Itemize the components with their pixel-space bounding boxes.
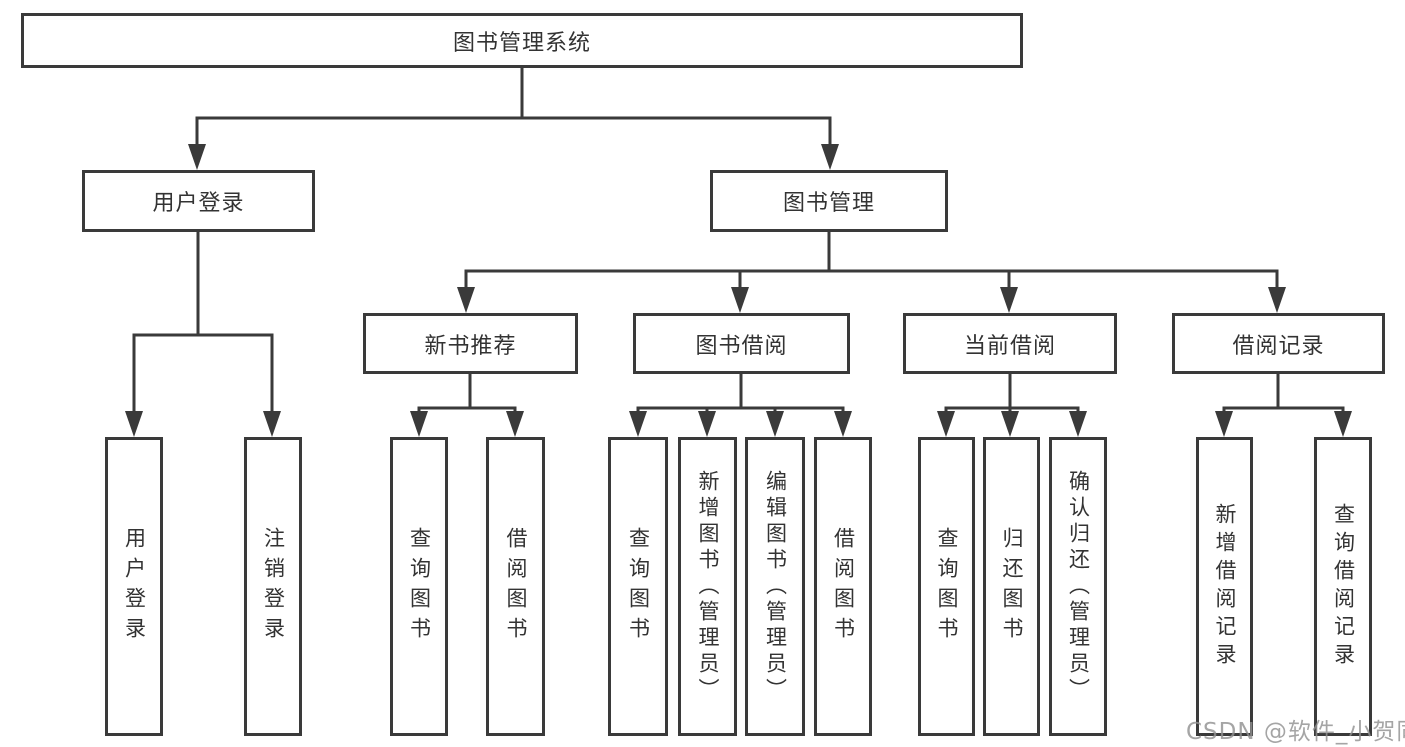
arrow-cb-leaf-2 (1001, 411, 1019, 437)
leaf-br-add-record-label: 新增借阅记录 (1213, 502, 1237, 671)
node-root: 图书管理系统 (21, 13, 1023, 68)
arrow-to-borrowing-records (1268, 287, 1286, 313)
leaf-bb-borrow-books: 借阅图书 (814, 437, 872, 736)
leaf-bb-borrow-books-label: 借阅图书 (831, 526, 856, 647)
leaf-bb-add-books-admin: 新增图书（管理员） (678, 437, 737, 736)
node-user-login: 用户登录 (82, 170, 315, 232)
node-book-management: 图书管理 (710, 170, 948, 232)
node-current-borrowing: 当前借阅 (903, 313, 1117, 374)
leaf-nbr-query-books-label: 查询图书 (407, 526, 432, 647)
arrowheads (125, 144, 1352, 437)
arrow-br-leaf-1 (1215, 411, 1233, 437)
arrow-bb-leaf-2 (698, 411, 716, 437)
leaf-bb-edit-books-admin: 编辑图书（管理员） (745, 437, 805, 736)
arrow-to-leaf-user-login (125, 411, 143, 437)
arrow-nbr-leaf-1 (410, 411, 428, 437)
arrow-to-leaf-logout (263, 411, 281, 437)
arrow-br-leaf-2 (1334, 411, 1352, 437)
edge-bb-branch (636, 406, 845, 418)
leaf-bb-add-books-admin-label: 新增图书（管理员） (696, 469, 720, 704)
arrow-to-user-login (188, 144, 206, 170)
leaf-cb-confirm-return-admin: 确认归还（管理员） (1049, 437, 1107, 736)
leaf-nbr-borrow-books-label: 借阅图书 (504, 526, 528, 647)
leaf-logout: 注销登录 (244, 437, 302, 736)
arrow-to-book-mgmt (821, 144, 839, 170)
node-new-book-recommend: 新书推荐 (363, 313, 578, 374)
leaf-cb-confirm-return-admin-label: 确认归还（管理员） (1066, 469, 1091, 704)
edge-root-branch (195, 116, 832, 150)
arrow-bb-leaf-4 (834, 411, 852, 437)
arrow-to-book-borrowing (731, 287, 749, 313)
leaf-logout-label: 注销登录 (261, 526, 286, 647)
node-borrowing-records-label: 借阅记录 (1232, 333, 1325, 359)
edge-userlogin-branch (132, 333, 274, 417)
leaf-cb-return-books-label: 归还图书 (1000, 526, 1024, 647)
arrow-to-current-borrowing (1000, 287, 1018, 313)
leaf-br-add-record: 新增借阅记录 (1196, 437, 1253, 736)
edge-nbr-branch (417, 406, 517, 418)
leaf-bb-edit-books-admin-label: 编辑图书（管理员） (763, 469, 788, 704)
node-book-borrowing: 图书借阅 (633, 313, 850, 374)
leaf-br-query-record-label: 查询借阅记录 (1331, 502, 1356, 671)
node-borrowing-records: 借阅记录 (1172, 313, 1385, 374)
arrow-bb-leaf-1 (629, 411, 647, 437)
leaf-cb-query-books-label: 查询图书 (935, 526, 959, 647)
leaf-cb-return-books: 归还图书 (983, 437, 1040, 736)
leaf-user-login: 用户登录 (105, 437, 163, 736)
csdn-watermark: CSDN @软件_小贺同学 (1186, 719, 1405, 745)
leaf-bb-query-books-label: 查询图书 (626, 526, 651, 647)
node-book-borrowing-label: 图书借阅 (695, 333, 788, 359)
edge-bookmgmt-branch (464, 269, 1279, 292)
leaf-cb-query-books: 查询图书 (918, 437, 975, 736)
arrow-bb-leaf-3 (766, 411, 784, 437)
leaf-nbr-query-books: 查询图书 (390, 437, 448, 736)
arrow-cb-leaf-1 (937, 411, 955, 437)
leaf-user-login-label: 用户登录 (122, 526, 147, 647)
node-book-management-label: 图书管理 (782, 191, 875, 216)
node-new-book-recommend-label: 新书推荐 (424, 333, 517, 359)
arrow-nbr-leaf-2 (506, 411, 524, 437)
leaf-nbr-borrow-books: 借阅图书 (486, 437, 545, 736)
edge-br-branch (1222, 406, 1345, 418)
leaf-bb-query-books: 查询图书 (608, 437, 668, 736)
arrow-cb-leaf-3 (1069, 411, 1087, 437)
leaf-br-query-record: 查询借阅记录 (1314, 437, 1372, 736)
node-current-borrowing-label: 当前借阅 (963, 333, 1056, 359)
node-root-label: 图书管理系统 (452, 30, 591, 56)
node-user-login-label: 用户登录 (152, 191, 245, 216)
arrow-to-new-book-recommend (457, 287, 475, 313)
